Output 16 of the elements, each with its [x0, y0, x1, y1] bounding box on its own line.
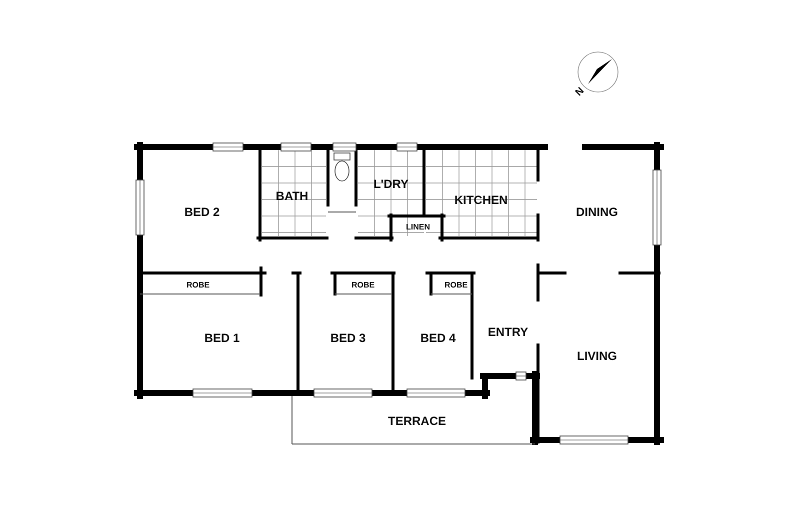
room-label: BED 2 — [184, 205, 220, 219]
room-label: TERRACE — [388, 414, 446, 428]
room-label: BED 3 — [330, 331, 366, 345]
room-label: DINING — [576, 205, 618, 219]
room-label: ROBE — [351, 280, 375, 290]
room-label: ROBE — [444, 280, 468, 290]
room-label: BED 4 — [420, 331, 456, 345]
room-label: LINEN — [406, 222, 430, 232]
room-label: KITCHEN — [454, 193, 508, 207]
room-label: LIVING — [577, 349, 617, 363]
room-label: BED 1 — [204, 331, 240, 345]
room-label: L'DRY — [373, 177, 409, 191]
room-label: BATH — [276, 189, 308, 203]
room-label: ROBE — [186, 280, 210, 290]
north-label: N — [574, 86, 586, 98]
room-label: ENTRY — [488, 325, 528, 339]
